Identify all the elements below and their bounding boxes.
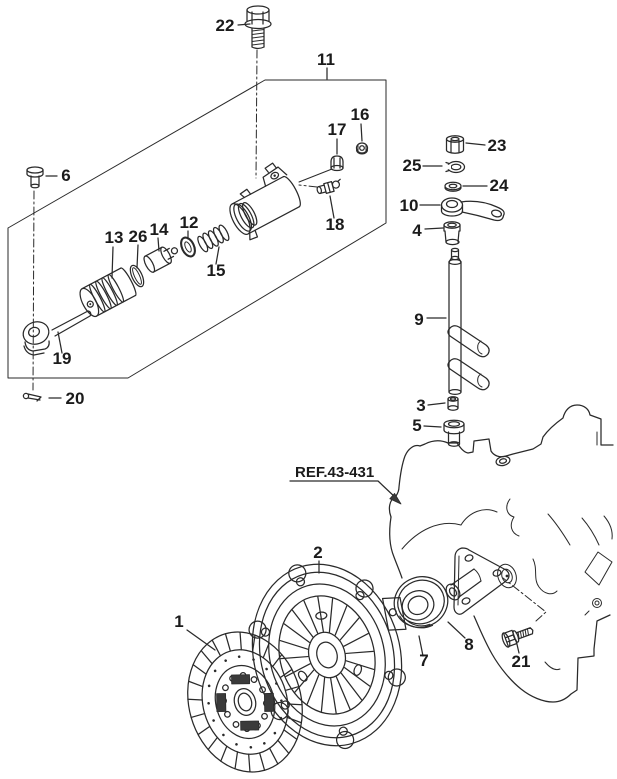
release-bearing-7 bbox=[393, 576, 449, 629]
bushing-3 bbox=[447, 396, 459, 411]
callout-11[interactable]: 11 bbox=[317, 50, 335, 69]
callout-6[interactable]: 6 bbox=[61, 166, 70, 185]
ref-arrow bbox=[289, 480, 402, 505]
collar-5 bbox=[443, 419, 465, 447]
callout-1[interactable]: 1 bbox=[174, 612, 183, 631]
bearing-retainer-8 bbox=[445, 547, 510, 615]
fork-shaft-9 bbox=[447, 247, 490, 396]
washer-12 bbox=[180, 236, 196, 258]
nut-16 bbox=[355, 142, 369, 155]
diagram-art bbox=[7, 5, 614, 773]
callout-18[interactable]: 18 bbox=[326, 215, 345, 234]
callout-10[interactable]: 10 bbox=[400, 196, 419, 215]
callout-19[interactable]: 19 bbox=[53, 349, 72, 368]
washer-24 bbox=[444, 181, 462, 192]
bolt-21 bbox=[501, 627, 534, 648]
ref-link[interactable]: REF.43-431 bbox=[295, 464, 374, 481]
callout-7[interactable]: 7 bbox=[419, 651, 428, 670]
release-cylinder-body bbox=[229, 162, 333, 241]
callout-12[interactable]: 12 bbox=[180, 213, 199, 232]
callout-15[interactable]: 15 bbox=[207, 261, 226, 280]
callout-labels: 1 2 3 4 5 6 7 8 9 10 11 12 13 14 15 16 1… bbox=[53, 16, 531, 671]
bushing-4 bbox=[443, 221, 461, 246]
group-box-11 bbox=[7, 79, 387, 379]
transmission-case bbox=[388, 404, 614, 703]
callout-16[interactable]: 16 bbox=[351, 105, 370, 124]
callout-8[interactable]: 8 bbox=[464, 635, 473, 654]
leader-lines bbox=[45, 23, 520, 657]
callout-14[interactable]: 14 bbox=[150, 220, 169, 239]
clutch-cover-2 bbox=[248, 563, 407, 750]
callout-20[interactable]: 20 bbox=[66, 389, 85, 408]
callout-9[interactable]: 9 bbox=[414, 310, 423, 329]
callout-13[interactable]: 13 bbox=[105, 228, 124, 247]
callout-2[interactable]: 2 bbox=[313, 543, 322, 562]
callout-5[interactable]: 5 bbox=[412, 416, 421, 435]
cotter-pin-20 bbox=[22, 392, 42, 402]
bolt-22 bbox=[244, 5, 272, 50]
clutch-disc-1 bbox=[187, 631, 303, 773]
assembly-centerlines bbox=[32, 49, 547, 622]
callout-17[interactable]: 17 bbox=[328, 120, 347, 139]
piston-13 bbox=[79, 267, 137, 318]
piston-14 bbox=[143, 246, 179, 273]
callout-25[interactable]: 25 bbox=[403, 156, 422, 175]
callout-3[interactable]: 3 bbox=[416, 396, 425, 415]
callout-21[interactable]: 21 bbox=[512, 652, 531, 671]
callout-4[interactable]: 4 bbox=[412, 221, 422, 240]
callout-24[interactable]: 24 bbox=[490, 176, 509, 195]
release-fork-arm-10 bbox=[440, 197, 505, 222]
pin-6 bbox=[26, 166, 44, 189]
spring-15 bbox=[197, 224, 230, 253]
snap-ring-25 bbox=[444, 160, 466, 174]
bleeder-valve-18 bbox=[316, 178, 341, 195]
callout-26[interactable]: 26 bbox=[129, 227, 148, 246]
callout-23[interactable]: 23 bbox=[488, 136, 507, 155]
push-rod-19 bbox=[22, 310, 92, 356]
o-ring-26 bbox=[129, 264, 145, 288]
callout-22[interactable]: 22 bbox=[216, 16, 235, 35]
nut-23 bbox=[445, 135, 465, 154]
cap-17 bbox=[330, 155, 344, 172]
